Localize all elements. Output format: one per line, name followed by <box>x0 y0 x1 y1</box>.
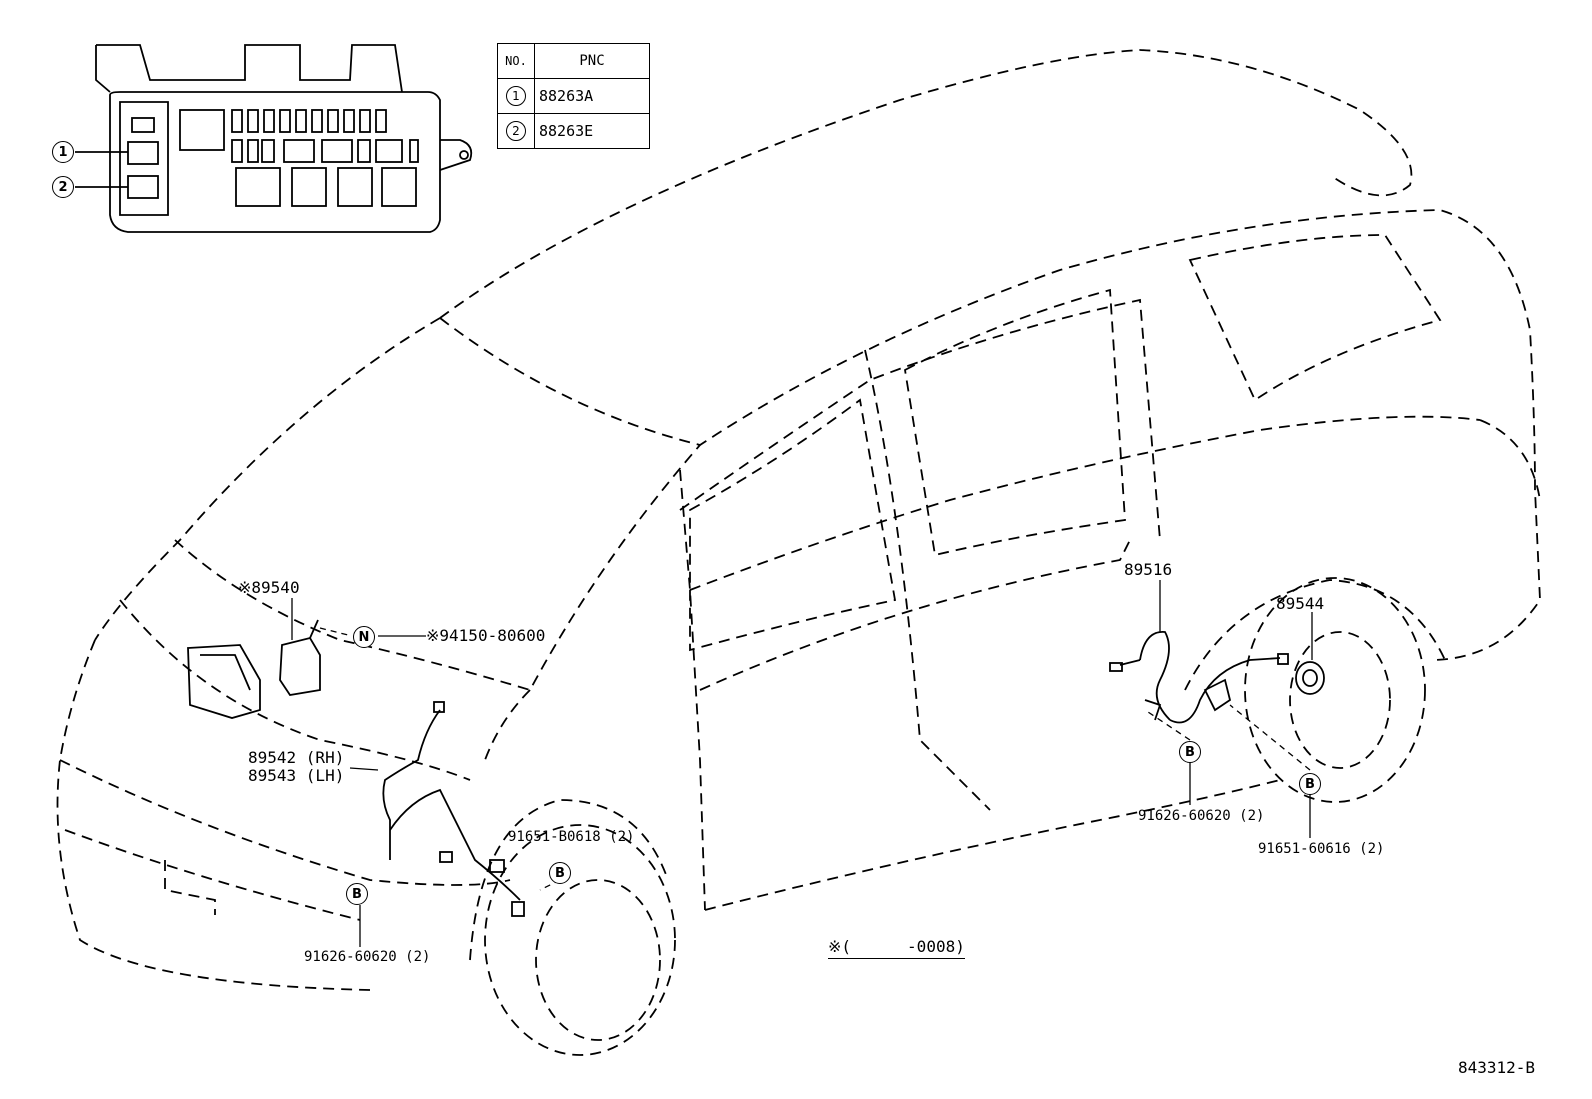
table-row: 1 88263A <box>497 78 650 114</box>
table-header-row: NO. PNC <box>497 43 650 79</box>
callout-1: 1 <box>52 141 74 163</box>
note-range: -0008) <box>907 937 965 956</box>
junction-box-drawing <box>75 44 473 233</box>
diagram-id: 843312-B <box>1458 1058 1536 1077</box>
part-label-89544: 89544 <box>1276 594 1325 613</box>
bolt-callout-b: B <box>1179 741 1201 763</box>
table-row: 2 88263E <box>497 113 650 149</box>
part-label-89542: 89542 (RH) <box>248 748 345 767</box>
production-note: ※( -0008) <box>828 937 965 959</box>
row-pnc: 88263E <box>534 113 650 149</box>
part-label-94150: ※94150-80600 <box>426 626 546 645</box>
header-no: NO. <box>497 43 535 79</box>
note-symbol: ※( <box>828 937 852 956</box>
part-label-89540: ※89540 <box>238 578 300 597</box>
part-label-91651-b0618: 91651-B0618 (2) <box>508 829 635 845</box>
part-label-89516: 89516 <box>1124 560 1173 579</box>
part-label-89543: 89543 (LH) <box>248 766 345 785</box>
callout-2: 2 <box>52 176 74 198</box>
bolt-callout-b: B <box>549 862 571 884</box>
part-label-91626-front: 91626-60620 (2) <box>304 949 431 965</box>
part-label-91651-rear: 91651-60616 (2) <box>1258 841 1385 857</box>
part-label-91626-rear: 91626-60620 (2) <box>1138 808 1265 824</box>
bolt-callout-b: B <box>1299 773 1321 795</box>
row-no-circle: 1 <box>506 86 526 106</box>
header-pnc: PNC <box>534 43 650 79</box>
clip-callout-n: N <box>353 626 375 648</box>
row-pnc: 88263A <box>534 78 650 114</box>
pnc-table: NO. PNC 1 88263A 2 88263E <box>497 43 650 149</box>
bolt-callout-b: B <box>346 883 368 905</box>
row-no-circle: 2 <box>506 121 526 141</box>
